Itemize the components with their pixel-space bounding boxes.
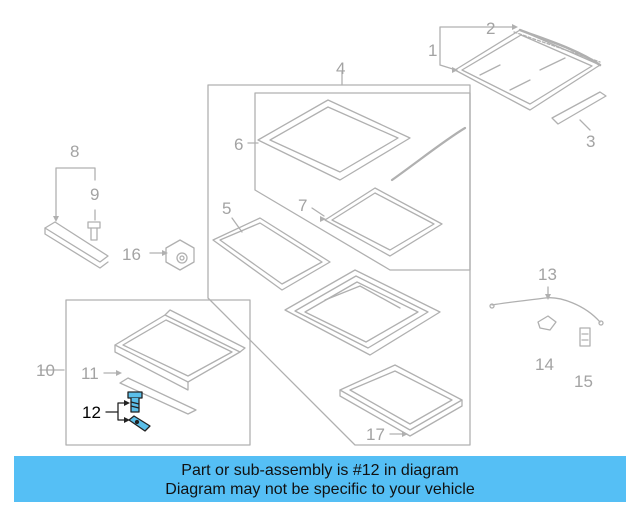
part-13-cable	[489, 297, 604, 326]
callout-12: 12	[82, 403, 101, 422]
part-17-frame	[339, 364, 463, 437]
callout-5: 5	[222, 199, 232, 218]
part-4-assembly-outline	[207, 71, 471, 446]
part-15-grommet	[579, 327, 591, 347]
callout-15: 15	[574, 372, 593, 391]
callout-9: 9	[90, 185, 100, 204]
callout-17: 17	[366, 425, 385, 444]
part-8-rail	[44, 221, 109, 269]
callout-2: 2	[486, 19, 496, 38]
banner-line-2: Diagram may not be specific to your vehi…	[165, 481, 475, 498]
callout-3: 3	[586, 132, 596, 151]
part-12-clip	[128, 415, 151, 432]
callout-7: 7	[298, 196, 308, 215]
part-6-glass-panel	[257, 99, 411, 181]
callout-10: 10	[36, 361, 55, 380]
part-12-leader	[105, 402, 126, 421]
callout-11: 11	[81, 364, 99, 383]
part-12-screw	[127, 391, 143, 413]
part-1-roof-panel	[454, 28, 602, 111]
left-subassembly-box	[65, 299, 251, 446]
parts-diagram: 1 2 3 4 5 6 7 8 9 10 11 12 13 14 15 16 1…	[36, 19, 607, 446]
info-banner: Part or sub-assembly is #12 in diagram D…	[14, 456, 626, 502]
callout-16: 16	[122, 245, 141, 264]
part-9-bolt	[87, 221, 101, 241]
part-11-strip	[119, 377, 197, 415]
callout-13: 13	[538, 265, 557, 284]
sunroof-frame	[284, 269, 441, 356]
callout-1: 1	[428, 41, 438, 60]
part-14-clip	[537, 315, 557, 331]
callout-14: 14	[535, 355, 554, 374]
part-2-seal-strip	[513, 31, 601, 63]
callout-8: 8	[70, 142, 80, 161]
part-7-panel	[324, 187, 443, 257]
banner-line-1: Part or sub-assembly is #12 in diagram	[181, 462, 459, 479]
callout-4: 4	[336, 59, 346, 78]
part-5-panel	[212, 217, 331, 291]
part-3-trim-strip	[551, 91, 607, 125]
part-16-motor	[165, 239, 195, 271]
sunshade	[114, 309, 246, 391]
callout-6: 6	[234, 135, 244, 154]
